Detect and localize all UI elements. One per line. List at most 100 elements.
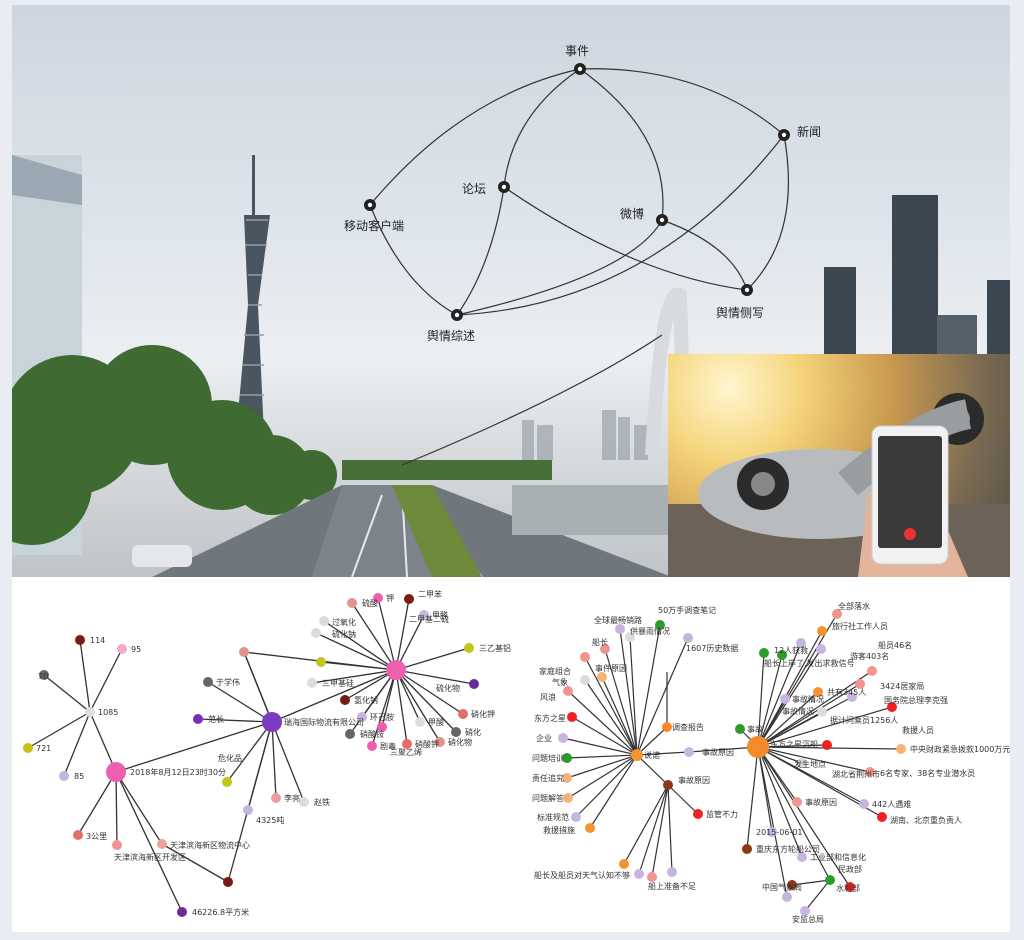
label-mobile: 移动客户端 (344, 218, 404, 233)
right-label: 安监总局 (792, 914, 824, 924)
right-label: 说诺 (644, 750, 660, 760)
left-label: 2018年8月12日23时30分 (130, 767, 226, 777)
media-flow-diagram: 事件 新闻 论坛 微博 移动客户端 舆情综述 舆情侧写 (344, 44, 821, 466)
left-label: 3公里 (86, 832, 107, 841)
right-label: 企业 (536, 733, 552, 743)
right-label: 事故原因 (702, 747, 734, 757)
label-weibo: 微博 (620, 206, 644, 221)
right-label: 旅行社工作人员 (832, 621, 888, 631)
right-label: 游客403名 (850, 651, 889, 661)
left-label: 硝酸铵 (360, 729, 384, 739)
left-label: 甲酸 (428, 717, 444, 727)
right-label: 供暴雨情况 (630, 626, 670, 636)
bridge-arch (645, 287, 689, 456)
distant-buildings (522, 410, 648, 460)
left-network-nodes (23, 593, 479, 917)
left-label: 三聚乙烯 (390, 747, 422, 757)
right-label: 监管不力 (706, 809, 738, 819)
left-label: 危化品 (218, 753, 242, 763)
left-label: 李亮 (284, 793, 300, 803)
right-label: 1607历史数据 (686, 643, 738, 653)
left-label: 4325吨 (256, 815, 284, 825)
left-label: 二甲苯 (418, 589, 442, 599)
right-label: 6名专家、38名专业潜水员 (880, 768, 975, 778)
left-label: 过氧化 (332, 617, 356, 627)
right-label: 工业部和信息化 (810, 852, 866, 862)
right-label: 调查报告 (672, 722, 704, 732)
right-label: 水利部 (836, 883, 860, 893)
right-label: 事故情况 (792, 694, 824, 704)
left-label: 85 (74, 772, 84, 781)
city-scene (12, 155, 1010, 577)
left-label: 114 (90, 636, 105, 645)
right-label: 国务院总理李克强 (884, 695, 948, 705)
label-summary: 舆情综述 (427, 328, 475, 343)
right-label: 民政部 (838, 864, 862, 874)
right-label: 东方之星 (534, 713, 566, 723)
right-label: 共有345人 (827, 687, 866, 697)
label-forum: 论坛 (462, 182, 486, 196)
right-label: 船上准备不足 (648, 881, 696, 891)
right-label: 气象 (552, 677, 568, 687)
left-network: 114 95 70 1085 721 85 2018年8月12日23时30分 3… (23, 589, 511, 917)
left-label: 钾 (386, 594, 394, 603)
right-label: 中央财政紧急拨款1000万元 (910, 744, 1010, 754)
right-label: 风浪 (540, 692, 556, 702)
right-label: 家庭组合 (539, 666, 571, 676)
left-label: 赵铁 (314, 797, 330, 807)
left-label: 95 (131, 645, 141, 654)
left-label: 1085 (98, 708, 118, 717)
left-label: 硫化钠 (332, 629, 356, 639)
left-label: 氢化钠 (354, 695, 378, 705)
left-label: 范长 (208, 714, 224, 724)
right-label: 12人获救 (774, 645, 808, 655)
left-label: 二甲基二硫 (409, 614, 449, 624)
right-label: 船长 (592, 637, 608, 647)
left-label: 天津滨海新区开发区 (114, 852, 186, 862)
left-label: 三甲基硅 (322, 678, 354, 688)
hand-holding-phone (858, 425, 968, 577)
right-label: 事故情况 (782, 706, 814, 716)
right-label: 问题解答 (532, 793, 564, 803)
network-graphs: 114 95 70 1085 721 85 2018年8月12日23时30分 3… (23, 589, 1010, 924)
left-label: 46226.8平方米 (192, 907, 249, 917)
right-label: 2015-06-01 (756, 828, 803, 837)
right-label: 船员46名 (878, 640, 912, 650)
right-label: 全球最畅销路 (594, 615, 642, 625)
right-network: 50万手调查笔记 全球最畅销路 供暴雨情况 1607历史数据 船长 事件原因 气… (532, 601, 1010, 924)
right-label: 湖南、北京重负责人 (890, 815, 962, 825)
left-label: 硫化物 (436, 683, 460, 693)
right-label: 船长上岸了,发出求救信号 (764, 658, 855, 668)
trees (12, 345, 552, 545)
left-label: 环己胺 (370, 712, 394, 722)
right-label: 据计问乘员1256人 (830, 715, 898, 725)
left-label: 于学伟 (216, 677, 240, 687)
right-label: 责任追究 (532, 773, 564, 783)
left-label: 瑞海国际物流有限公司 (284, 717, 364, 727)
canton-tower (236, 155, 270, 435)
right-label: 50万手调查笔记 (658, 605, 716, 615)
left-label: 硝化物 (448, 737, 472, 747)
left-label: 硝酸钾 (415, 739, 439, 749)
right-label: 救援措施 (543, 825, 575, 835)
right-label: 事件原因 (595, 663, 627, 673)
guangzhou-skyline-photo: 事件 新闻 论坛 微博 移动客户端 舆情综述 舆情侧写 (12, 5, 1010, 577)
left-label: 70 (38, 672, 48, 681)
right-label: 重庆东方轮船公司 (756, 844, 820, 854)
left-label: 甲醛 (432, 610, 448, 620)
right-label: 3424居家局 (880, 681, 924, 691)
right-label: 救援人员 (902, 725, 934, 735)
right-label: 东方之星沉船 (770, 739, 818, 749)
left-label: 三乙基铝 (479, 643, 511, 653)
left-label: 硝化钾 (471, 709, 495, 719)
left-label: 721 (36, 744, 51, 753)
right-label: 中国气象局 (762, 882, 802, 892)
label-news: 新闻 (797, 124, 821, 139)
right-label: 船长及船员对天气认知不够 (534, 870, 630, 880)
right-label: 事故原因 (805, 797, 837, 807)
overlay-nodes (364, 63, 790, 321)
car-accident-inset-photo (668, 354, 1010, 577)
right-label: 湖北省荆州市 (832, 769, 880, 779)
car (132, 545, 192, 567)
